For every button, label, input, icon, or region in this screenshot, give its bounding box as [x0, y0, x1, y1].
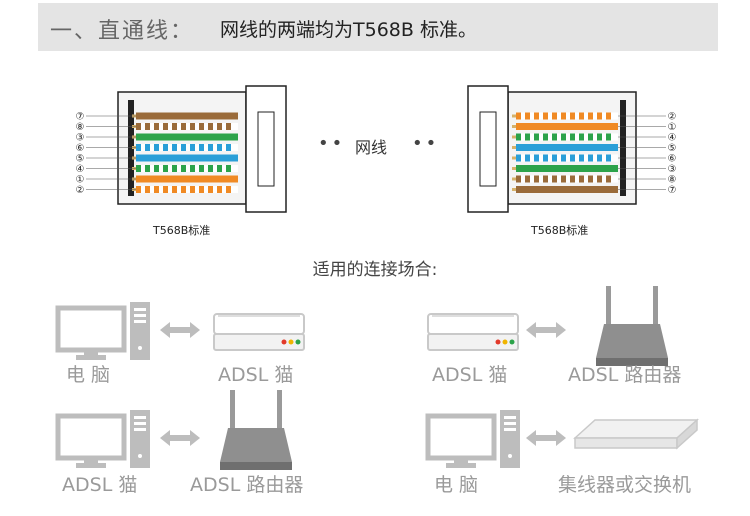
left-wire-8 — [132, 186, 238, 193]
router-icon — [596, 286, 668, 366]
header-title: 网线的两端均为T568B 标准。 — [220, 19, 477, 41]
left-plug-label: T568B标准 — [153, 224, 211, 237]
pin-number: ⑥ — [668, 154, 677, 165]
left-wire-6 — [132, 165, 238, 172]
left-wire-7 — [132, 175, 238, 183]
scenario-4 — [428, 410, 698, 468]
double-arrow-icon — [160, 322, 200, 338]
pin-number: ① — [668, 122, 677, 133]
scenario-2-left-caption: ADSL 猫 — [432, 364, 508, 386]
double-arrow-icon — [526, 430, 566, 446]
scenario-3 — [58, 390, 292, 470]
double-arrow-icon — [526, 322, 566, 338]
cable-label: 网线 — [355, 138, 388, 157]
scenario-1-right-caption: ADSL 猫 — [218, 364, 294, 386]
router-icon — [220, 390, 292, 470]
pin-number: ⑤ — [76, 154, 85, 165]
right-wire-group — [512, 112, 618, 193]
switch-icon — [574, 419, 698, 449]
computer-icon — [58, 410, 150, 468]
computer-icon — [428, 410, 520, 468]
modem-icon — [213, 313, 305, 351]
pin-number: ⑥ — [76, 143, 85, 154]
left-wire-5 — [132, 154, 238, 162]
left-wire-4 — [132, 144, 238, 151]
right-wire-5 — [512, 154, 618, 162]
cable-dots-left: •• — [318, 133, 346, 154]
double-arrow-icon — [160, 430, 200, 446]
computer-icon — [58, 302, 150, 360]
pin-number: ⑦ — [668, 185, 677, 196]
scenario-1-left-caption: 电 脑 — [66, 364, 111, 386]
left-wire-2 — [132, 123, 238, 130]
pin-number: ⑦ — [76, 112, 85, 123]
right-wire-3 — [512, 133, 618, 141]
right-wire-6 — [512, 165, 618, 172]
right-wire-2 — [512, 123, 618, 130]
header-prefix: 一、直通线： — [50, 19, 195, 44]
left-wire-1 — [132, 112, 238, 120]
scenario-3-left-caption: ADSL 猫 — [62, 474, 138, 496]
pin-number: ③ — [76, 133, 85, 144]
pin-number: ⑧ — [76, 122, 85, 133]
section-title: 适用的连接场合: — [312, 260, 438, 280]
pin-number: ⑤ — [668, 143, 677, 154]
scenario-1 — [58, 302, 305, 360]
pin-number: ② — [668, 112, 677, 123]
pin-number: ③ — [668, 164, 677, 175]
right-wire-7 — [512, 175, 618, 183]
right-wire-4 — [512, 144, 618, 151]
right-wire-8 — [512, 186, 618, 193]
modem-icon — [427, 313, 519, 351]
pin-number: ④ — [668, 133, 677, 144]
pin-number: ⑧ — [668, 175, 677, 186]
header-bar: 一、直通线： 网线的两端均为T568B 标准。 — [38, 3, 718, 51]
pin-number: ① — [76, 175, 85, 186]
cable-dots-right: •• — [412, 133, 440, 154]
scenario-4-right-caption: 集线器或交换机 — [558, 474, 692, 496]
right-wire-1 — [512, 112, 618, 120]
scenario-2-right-caption: ADSL 路由器 — [568, 364, 682, 386]
scenario-2 — [427, 286, 668, 366]
pin-number: ② — [76, 185, 85, 196]
left-wire-group — [132, 112, 238, 193]
scenario-3-right-caption: ADSL 路由器 — [190, 474, 304, 496]
left-wire-3 — [132, 133, 238, 141]
right-plug-label: T568B标准 — [531, 224, 589, 237]
pin-number: ④ — [76, 164, 85, 175]
scenario-4-left-caption: 电 脑 — [434, 474, 479, 496]
